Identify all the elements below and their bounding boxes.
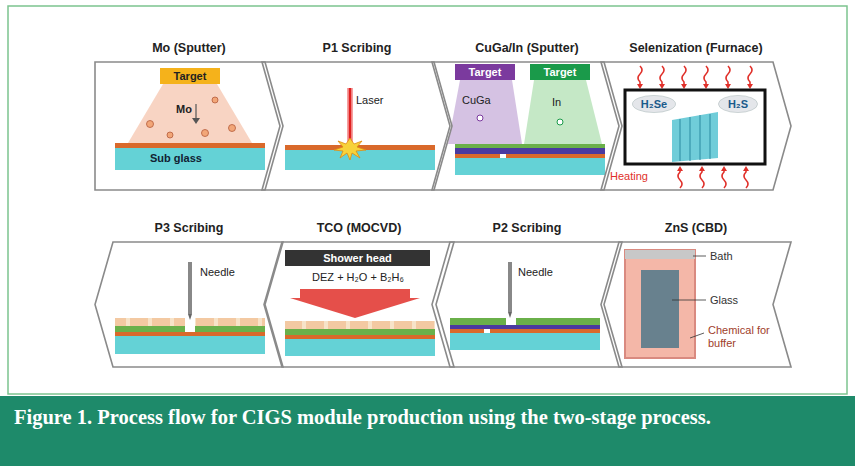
part-label: DEZ + H₂O + B₂H₆: [283, 271, 433, 284]
step-title: P1 Scribing: [242, 41, 472, 55]
gas-cloud: H₂S: [718, 95, 758, 113]
target-box: Shower head: [285, 250, 430, 266]
box-label: Target: [469, 66, 502, 78]
part-label: Sub glass: [150, 152, 202, 165]
box-label: H₂S: [728, 98, 748, 110]
part-label: Mo: [176, 103, 192, 116]
step-title: P2 Scribing: [412, 221, 642, 235]
step-title: CuGa/In (Sputter): [412, 41, 642, 55]
part-label: Needle: [200, 266, 235, 279]
target-box: Target: [160, 68, 220, 84]
step-title: Selenization (Furnace): [581, 41, 811, 55]
process-panel: P2 Scribing: [432, 242, 622, 367]
chevron-outline: [601, 242, 791, 367]
box-label: Shower head: [323, 252, 391, 264]
process-panel: ZnS (CBD): [601, 242, 791, 367]
gas-cloud: H₂Se: [632, 95, 676, 113]
box-label: Target: [544, 66, 577, 78]
part-label: In: [552, 96, 561, 109]
step-title: TCO (MOCVD): [244, 221, 474, 235]
part-label: Glass: [710, 294, 738, 307]
process-panel: Mo (Sputter)Target: [95, 62, 283, 190]
chevron-outline: [432, 242, 622, 367]
process-panel: P3 Scribing: [95, 242, 283, 367]
box-label: H₂Se: [641, 98, 667, 110]
part-label: Bath: [710, 250, 733, 263]
figure-caption: Figure 1. Process flow for CIGS module p…: [14, 404, 814, 431]
part-label: Laser: [356, 94, 384, 107]
box-label: Target: [174, 70, 207, 82]
process-panel: TCO (MOCVD)Shower head: [264, 242, 454, 367]
chevron-outline: [432, 62, 622, 190]
part-label: CuGa: [462, 94, 491, 107]
step-title: Mo (Sputter): [75, 41, 303, 55]
step-title: P3 Scribing: [75, 221, 303, 235]
chevron-outline: [262, 62, 452, 190]
step-title: ZnS (CBD): [581, 221, 811, 235]
part-label: Needle: [518, 266, 553, 279]
target-box: Target: [530, 64, 590, 80]
process-panel: P1 Scribing: [262, 62, 452, 190]
chevron-outline: [95, 242, 283, 367]
part-label: Heating: [610, 170, 648, 183]
part-label: Chemical for buffer: [708, 324, 770, 349]
process-panel: CuGa/In (Sputter)TargetTarget: [432, 62, 622, 190]
target-box: Target: [455, 64, 515, 80]
